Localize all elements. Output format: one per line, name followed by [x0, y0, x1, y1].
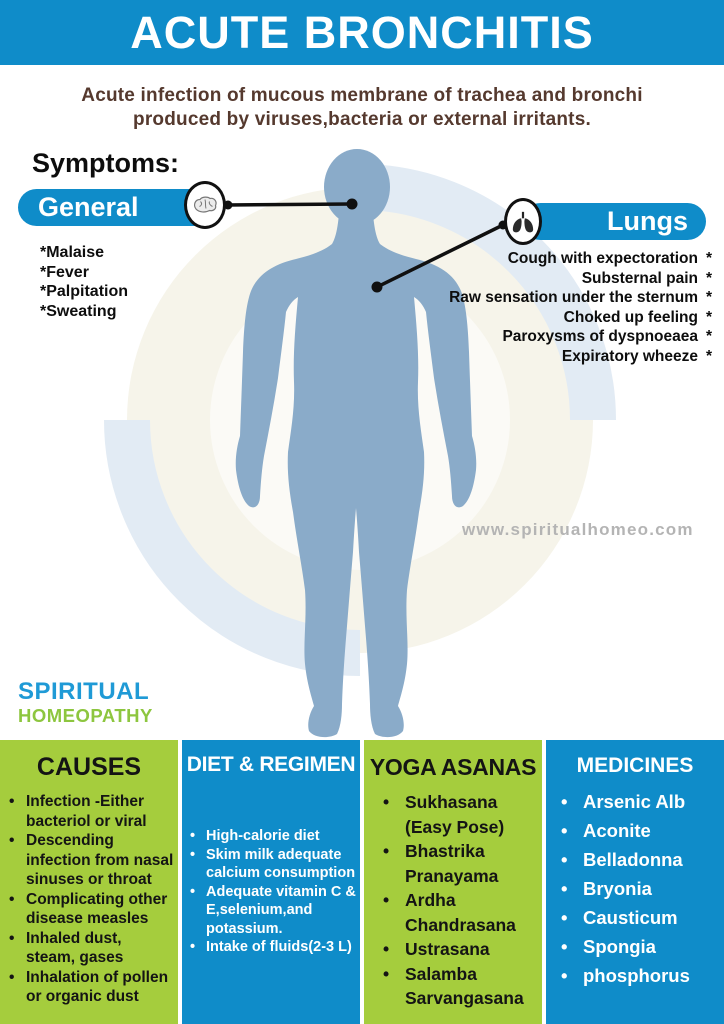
lungs-pill: Lungs	[522, 203, 706, 240]
diet-item: Intake of fluids(2-3 L)	[190, 938, 356, 957]
causes-item: Descending infection from nasal sinuses …	[9, 831, 174, 890]
lungs-pill-label: Lungs	[607, 206, 688, 236]
lungs-symptom-text: Expiratory wheeze	[561, 347, 698, 365]
general-symptom-item: *Palpitation	[40, 283, 129, 300]
medicines-list: Arsenic AlbAconiteBelladonnaBryoniaCaust…	[546, 792, 724, 987]
lungs-symptom-item: Substernal pain *	[449, 269, 712, 289]
causes-item: Infection -Either bacteriol or viral	[9, 792, 174, 831]
medicine-item: Arsenic Alb	[561, 792, 720, 813]
diet-item: Skim milk adequate calcium consumption	[190, 846, 356, 883]
section-yoga-asanas: YOGA ASANAS Sukhasana (Easy Pose)Bhastri…	[364, 740, 542, 1024]
yoga-item: Ustrasana	[383, 937, 538, 962]
lungs-symptom-item: Raw sensation under the sternum *	[449, 288, 712, 308]
asterisk-marker: *	[705, 347, 712, 365]
lungs-symptom-item: Paroxysms of dyspnoeaea *	[449, 327, 712, 347]
diet-item: Adequate vitamin C & E,selenium,and pota…	[190, 883, 356, 939]
header-bar: ACUTE BRONCHITIS	[0, 0, 724, 65]
asterisk-marker: *	[705, 289, 712, 306]
yoga-item: Bhastrika Pranayama	[383, 839, 538, 888]
lungs-icon	[512, 211, 534, 232]
lungs-symptoms-list: Cough with expectoration * Substernal pai…	[449, 249, 712, 366]
diet-item: High-calorie diet	[190, 827, 356, 846]
watermark-text: www.spiritualhomeo.com	[462, 520, 694, 539]
asterisk-marker: *	[705, 250, 712, 267]
diet-list: High-calorie dietSkim milk adequate calc…	[182, 827, 360, 957]
lungs-symptom-text: Substernal pain	[581, 269, 698, 287]
section-causes: CAUSES Infection -Either bacteriol or vi…	[0, 740, 178, 1024]
lungs-symptom-text: Cough with expectoration	[507, 250, 698, 267]
asterisk-marker: *	[705, 328, 712, 345]
medicine-item: Spongia	[561, 937, 720, 958]
human-body-silhouette	[235, 149, 477, 738]
yoga-item: Sukhasana (Easy Pose)	[383, 790, 538, 839]
general-symptom-item: *Malaise	[40, 244, 105, 261]
general-symptom-item: *Sweating	[40, 302, 117, 320]
yoga-item: Salamba Sarvangasana	[383, 962, 538, 1011]
medicine-item: Belladonna	[561, 850, 720, 871]
lungs-symptom-text: Choked up feeling	[563, 308, 698, 326]
medicine-item: Aconite	[561, 821, 720, 842]
brand-logo: SPIRITUAL HOMEOPATHY	[18, 680, 153, 726]
general-pill: General	[18, 189, 214, 226]
intro-line-2: produced by viruses,bacteria or external…	[133, 109, 591, 130]
causes-item: Inhaled dust, steam, gases	[9, 929, 174, 968]
general-symptoms-list: *Malaise *Fever *Palpitation *Sweating	[40, 243, 128, 321]
page-title: ACUTE BRONCHITIS	[130, 7, 594, 58]
general-symptom-item: *Fever	[40, 263, 89, 281]
asterisk-marker: *	[705, 308, 712, 326]
callout-lines	[225, 202, 504, 289]
asterisk-marker: *	[705, 269, 712, 287]
logo-homeopathy: HOMEOPATHY	[18, 705, 153, 726]
intro-text: Acute infection of mucous membrane of tr…	[24, 84, 700, 132]
lungs-symptom-text: Paroxysms of dyspnoeaea	[502, 328, 698, 345]
lungs-symptom-item: Cough with expectoration *	[449, 249, 712, 269]
lungs-symptom-text: Raw sensation under the sternum	[449, 289, 698, 306]
section-causes-title: CAUSES	[36, 753, 142, 781]
lungs-symptom-item: Choked up feeling *	[449, 308, 712, 328]
symptoms-heading: Symptoms:	[32, 148, 180, 178]
brain-circle	[184, 181, 226, 229]
lungs-circle	[504, 198, 542, 245]
medicine-item: Bryonia	[561, 879, 720, 900]
causes-item: Inhalation of pollen or organic dust	[9, 968, 174, 1007]
section-diet-regimen: DIET & REGIMEN High-calorie dietSkim mil…	[182, 740, 360, 1024]
section-yoga-title: YOGA ASANAS	[369, 754, 537, 780]
yoga-list: Sukhasana (Easy Pose)Bhastrika Pranayama…	[364, 790, 542, 1011]
logo-spiritual: SPIRITUAL	[18, 678, 150, 705]
medicine-item: Causticum	[561, 908, 720, 929]
section-diet-title: DIET & REGIMEN	[186, 753, 356, 776]
info-columns: CAUSES Infection -Either bacteriol or vi…	[0, 740, 724, 1024]
causes-item: Complicating other disease measles	[9, 890, 174, 929]
causes-list: Infection -Either bacteriol or viralDesc…	[0, 792, 178, 1007]
intro-line-1: Acute infection of mucous membrane of tr…	[81, 85, 643, 106]
brain-icon	[193, 196, 217, 213]
section-medicines-title: MEDICINES	[576, 754, 694, 777]
section-medicines: MEDICINES Arsenic AlbAconiteBelladonnaBr…	[546, 740, 724, 1024]
medicine-item: phosphorus	[561, 966, 720, 987]
general-pill-label: General	[38, 192, 139, 222]
yoga-item: Ardha Chandrasana	[383, 888, 538, 937]
lungs-symptom-item: Expiratory wheeze *	[449, 347, 712, 367]
